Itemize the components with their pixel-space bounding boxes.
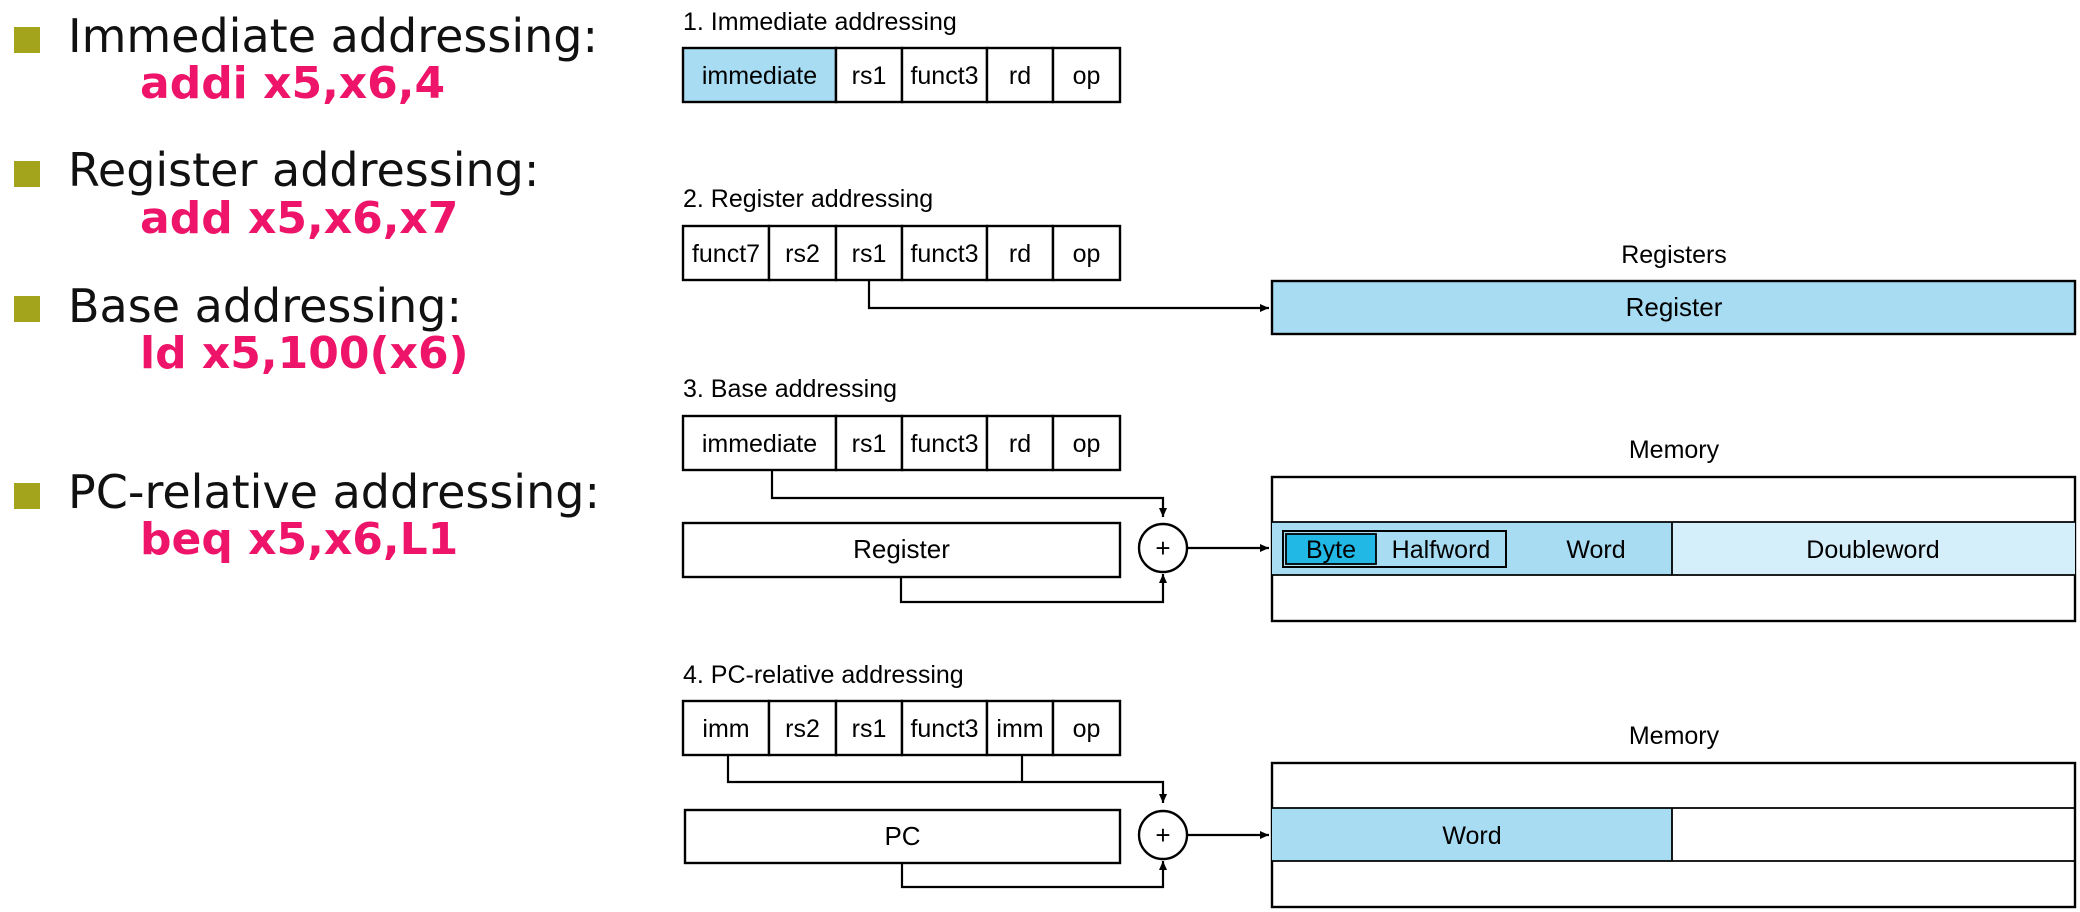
imm-to-adder-arrow bbox=[726, 755, 1167, 803]
register-code-example: add x5,x6,x7 bbox=[140, 193, 459, 244]
pc-relative-code-example: beq x5,x6,L1 bbox=[140, 514, 459, 565]
pc-memory-heading: Memory bbox=[1629, 722, 1720, 750]
field-rs1: rs1 bbox=[852, 62, 887, 90]
bullet-register-title: Register addressing: bbox=[68, 143, 540, 197]
memory-cell-word: Word bbox=[1566, 536, 1625, 564]
field-funct3: funct3 bbox=[910, 62, 978, 90]
rs1-to-register-arrow bbox=[867, 280, 1269, 312]
field-funct7: funct7 bbox=[692, 240, 760, 268]
bullet-marker bbox=[14, 161, 40, 187]
base-instruction-format: immediate rs1 funct3 rd op bbox=[681, 414, 1122, 472]
immediate-instruction-format: immediate rs1 funct3 rd op bbox=[681, 46, 1122, 104]
field-funct3: funct3 bbox=[910, 715, 978, 743]
field-rd: rd bbox=[1009, 430, 1031, 458]
base-register-label: Register bbox=[853, 534, 950, 564]
bullet-base-title: Base addressing: bbox=[68, 279, 462, 333]
field-imm-high: imm bbox=[702, 715, 749, 743]
bullet-marker bbox=[14, 296, 40, 322]
field-op: op bbox=[1073, 62, 1101, 90]
pc-label: PC bbox=[884, 821, 920, 851]
memory-cell-byte: Byte bbox=[1306, 536, 1356, 564]
base-memory: Byte Halfword Word Doubleword bbox=[1270, 475, 2077, 623]
pc-adder-plus: + bbox=[1155, 820, 1170, 850]
field-op: op bbox=[1073, 240, 1101, 268]
immediate-mode-title: 1. Immediate addressing bbox=[683, 8, 957, 36]
immediate-code-example: addi x5,x6,4 bbox=[140, 58, 446, 109]
memory-cell-doubleword: Doubleword bbox=[1806, 536, 1939, 564]
immediate-to-adder-arrow bbox=[770, 470, 1167, 517]
registers-heading: Registers bbox=[1621, 241, 1727, 269]
field-rd: rd bbox=[1009, 240, 1031, 268]
pc-relative-instruction-format: imm rs2 rs1 funct3 imm op bbox=[681, 699, 1122, 757]
base-code-example: ld x5,100(x6) bbox=[140, 328, 469, 379]
field-immediate: immediate bbox=[702, 430, 817, 458]
pc-to-adder-arrow bbox=[900, 861, 1167, 889]
field-rs2: rs2 bbox=[785, 240, 820, 268]
pc-relative-memory: Word bbox=[1270, 761, 2077, 909]
field-rs2: rs2 bbox=[785, 715, 820, 743]
field-rs1: rs1 bbox=[852, 430, 887, 458]
bullet-marker bbox=[14, 27, 40, 53]
bullet-immediate-title: Immediate addressing: bbox=[68, 9, 598, 63]
bullet-pc-relative-title: PC-relative addressing: bbox=[68, 465, 600, 519]
field-funct3: funct3 bbox=[910, 240, 978, 268]
field-imm-low: imm bbox=[996, 715, 1043, 743]
register-mode-title: 2. Register addressing bbox=[683, 185, 933, 213]
field-immediate: immediate bbox=[702, 62, 817, 90]
base-adder-plus: + bbox=[1155, 533, 1170, 563]
register-file-box bbox=[1270, 279, 2077, 336]
field-funct3: funct3 bbox=[910, 430, 978, 458]
register-instruction-format: funct7 rs2 rs1 funct3 rd op bbox=[681, 224, 1122, 282]
base-register-box bbox=[681, 521, 1122, 579]
base-memory-heading: Memory bbox=[1629, 436, 1720, 464]
base-mode-title: 3. Base addressing bbox=[683, 375, 897, 403]
memory-cell-word: Word bbox=[1442, 822, 1501, 850]
field-rs1: rs1 bbox=[852, 715, 887, 743]
register-file-label: Register bbox=[1626, 292, 1723, 322]
field-op: op bbox=[1073, 430, 1101, 458]
field-rd: rd bbox=[1009, 62, 1031, 90]
register-to-adder-arrow bbox=[899, 574, 1167, 604]
memory-cell-halfword: Halfword bbox=[1392, 536, 1491, 564]
field-op: op bbox=[1073, 715, 1101, 743]
bullet-marker bbox=[14, 483, 40, 509]
pc-relative-mode-title: 4. PC-relative addressing bbox=[683, 661, 964, 689]
field-rs1: rs1 bbox=[852, 240, 887, 268]
